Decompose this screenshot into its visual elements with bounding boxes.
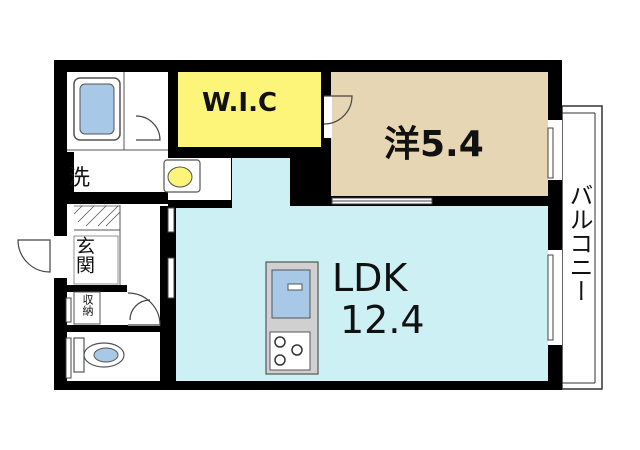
- shoe-cabinet-hatch: [73, 205, 121, 227]
- ldk-corridor: [232, 158, 290, 208]
- western-room-floor: [331, 72, 548, 196]
- window: [65, 297, 72, 323]
- partition-wall: [67, 192, 168, 204]
- washroom-label: 洗: [68, 166, 91, 191]
- window: [167, 207, 175, 233]
- balcony-label: バルコニー: [565, 183, 593, 303]
- door-swing: [135, 115, 161, 141]
- entrance-floor-line: [73, 235, 119, 285]
- door-swing: [17, 239, 51, 273]
- ldk-floor: [176, 206, 548, 381]
- window: [547, 254, 554, 341]
- window: [167, 257, 175, 299]
- stove-burner: [274, 336, 286, 348]
- kitchen-faucet: [287, 283, 303, 291]
- partition-wall: [168, 200, 232, 208]
- partition-wall: [67, 152, 74, 192]
- door-swing: [323, 95, 353, 125]
- washbasin-bowl: [167, 166, 193, 188]
- kitchen-stove: [269, 331, 311, 371]
- door-swing: [127, 292, 161, 326]
- toilet-seat: [93, 347, 119, 363]
- ldk-label-line1: LDK: [332, 256, 408, 300]
- western-room-label: 洋5.4: [384, 124, 484, 165]
- partition-wall: [67, 325, 160, 332]
- door-gap: [324, 96, 332, 138]
- ldk-label-line2: 12.4: [340, 298, 425, 342]
- stove-burner: [291, 344, 303, 356]
- partition-wall: [67, 285, 127, 292]
- window: [65, 337, 72, 379]
- door-gap: [50, 236, 68, 278]
- kitchen-sink: [271, 269, 311, 319]
- partition-wall: [168, 72, 178, 158]
- window: [547, 127, 554, 179]
- bathtub-basin: [79, 83, 115, 135]
- storage-box: [73, 291, 101, 325]
- door-swing: [129, 299, 151, 321]
- entrance-label: 玄関: [73, 236, 95, 274]
- storage-label: 収納: [81, 294, 94, 316]
- stove-burner: [274, 354, 286, 366]
- partition-wall: [178, 147, 321, 158]
- wic-label: W.I.C: [202, 88, 278, 118]
- toilet-tank: [73, 337, 85, 373]
- wic-floor: [178, 72, 321, 147]
